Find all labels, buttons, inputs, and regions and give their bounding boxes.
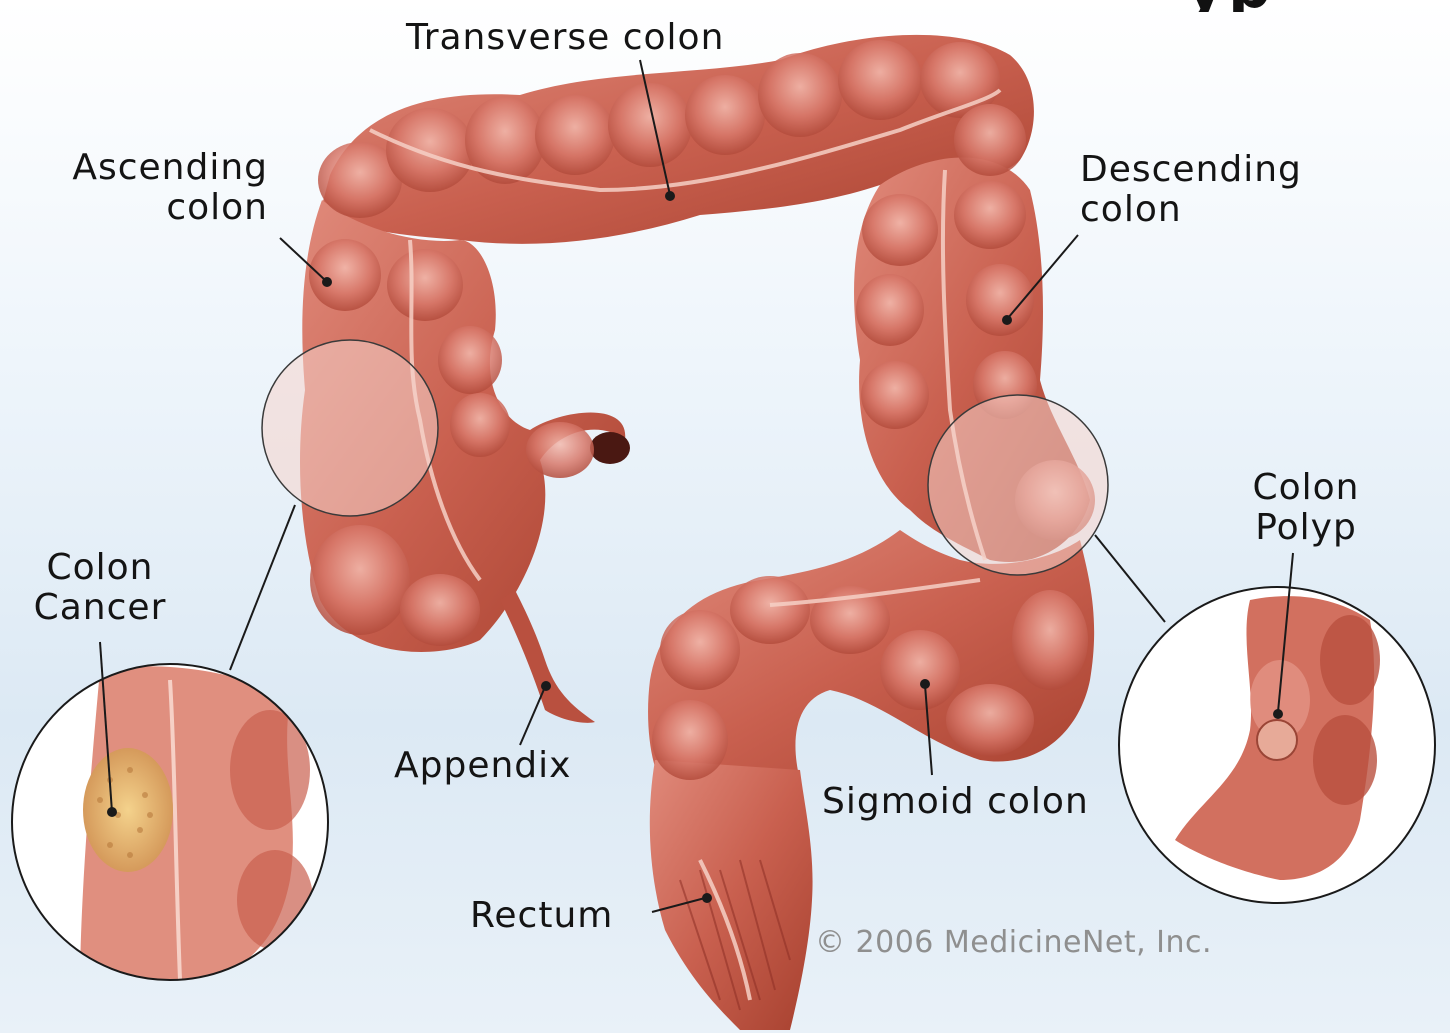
label-rectum: Rectum	[470, 896, 613, 936]
zoom-source-polyp	[928, 395, 1108, 575]
rectum-shape	[650, 760, 813, 1030]
label-colon-cancer-line2: Cancer	[20, 588, 180, 628]
appendix-shape	[500, 590, 595, 723]
label-appendix: Appendix	[394, 746, 571, 786]
zoom-bubble-colon-polyp	[1119, 587, 1435, 903]
label-colon-cancer-line1: Colon	[20, 548, 180, 588]
zoom-source-cancer	[262, 340, 438, 516]
label-colon-polyp-line2: Polyp	[1236, 508, 1376, 548]
label-colon-cancer: Colon Cancer	[20, 548, 180, 628]
label-ascending-colon-line2: colon	[46, 188, 268, 228]
copyright-notice: © 2006 MedicineNet, Inc.	[815, 925, 1212, 960]
label-colon-polyp-line1: Colon	[1236, 468, 1376, 508]
label-descending-colon-line1: Descending	[1080, 150, 1302, 190]
polyp-lesion	[1257, 720, 1297, 760]
zoom-bubble-colon-cancer	[12, 664, 328, 990]
label-ascending-colon: Ascending colon	[46, 148, 268, 228]
label-colon-polyp: Colon Polyp	[1236, 468, 1376, 548]
label-sigmoid-colon: Sigmoid colon	[822, 782, 1089, 822]
label-transverse-colon: Transverse colon	[406, 18, 724, 58]
label-descending-colon-line2: colon	[1080, 190, 1302, 230]
label-descending-colon: Descending colon	[1080, 150, 1302, 230]
title-fragment: yp	[1185, 0, 1305, 12]
label-ascending-colon-line1: Ascending	[46, 148, 268, 188]
